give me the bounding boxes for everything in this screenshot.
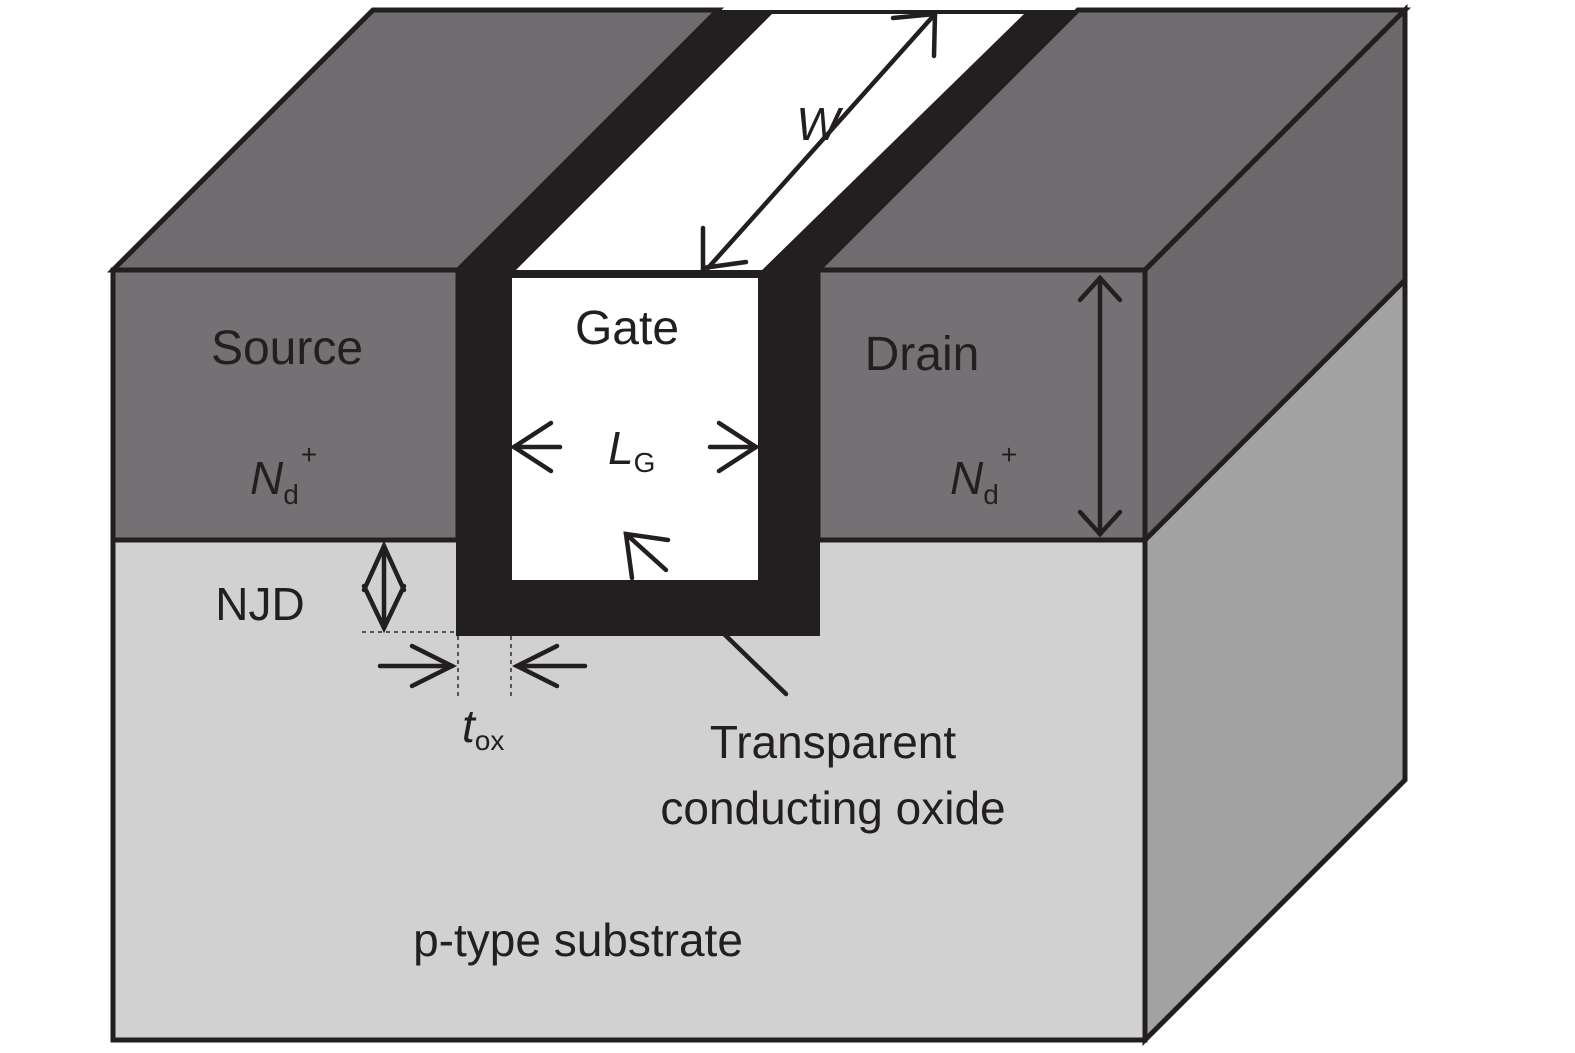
electrode-depth-dimension-arrow xyxy=(1077,274,1123,538)
drain-doping-label: Nd+ xyxy=(950,439,1017,510)
substrate-label: p-type substrate xyxy=(413,914,743,966)
gate-length-dimension-arrows xyxy=(509,420,761,474)
width-label: W xyxy=(796,98,844,150)
gate-top-face xyxy=(512,14,1024,274)
tco-pointer-arrow xyxy=(623,531,789,697)
gate-front-face xyxy=(512,278,758,580)
gate-length-label: LG xyxy=(608,422,655,478)
source-doping-label: Nd+ xyxy=(250,439,317,510)
gate-label: Gate xyxy=(575,302,679,355)
oxide-thickness-dimension-arrows xyxy=(377,636,588,698)
njd-dimension-arrow xyxy=(361,540,458,634)
width-dimension-arrow xyxy=(700,11,938,271)
oxide-thickness-label: tox xyxy=(462,700,504,756)
tco-label-line2: conducting oxide xyxy=(660,782,1005,834)
drain-label: Drain xyxy=(865,328,980,381)
tco-label-line1: Transparent xyxy=(710,716,957,768)
njd-label: NJD xyxy=(215,578,304,630)
source-label: Source xyxy=(211,322,363,375)
